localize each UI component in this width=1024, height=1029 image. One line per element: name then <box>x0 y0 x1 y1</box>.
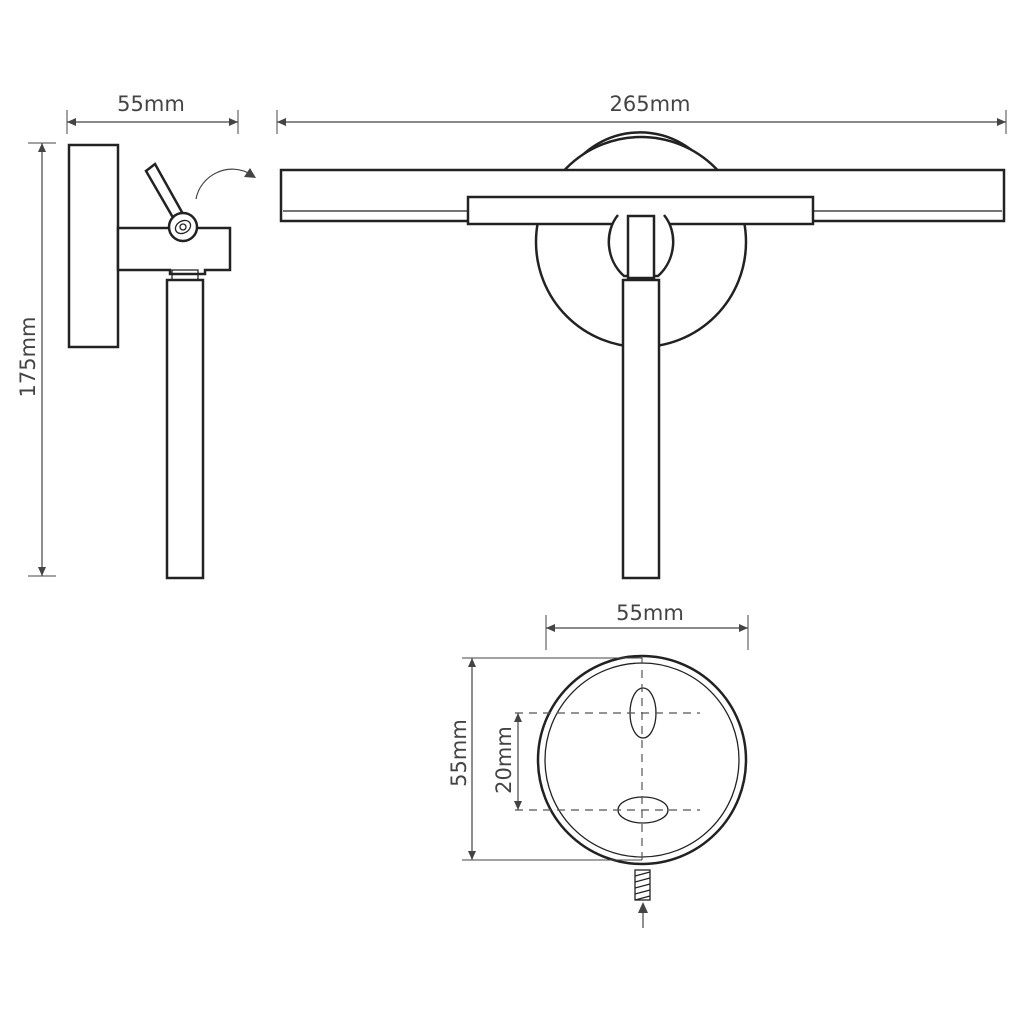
rotate-arrow-icon <box>195 168 256 200</box>
side-wall-plate <box>67 143 120 349</box>
grub-screw-icon <box>634 869 651 901</box>
front-joint-core <box>626 214 656 280</box>
front-tube <box>621 278 661 580</box>
dim-hole-spacing-label: 20mm <box>492 726 516 794</box>
side-tube <box>165 278 205 580</box>
dimension-lines <box>28 110 1007 861</box>
side-view <box>67 143 256 580</box>
dim-plate-width-label: 55mm <box>616 601 684 625</box>
dim-plate-height-label: 55mm <box>447 719 471 787</box>
plate-view <box>515 654 748 928</box>
dim-height-label: 175mm <box>16 317 40 398</box>
front-view <box>279 131 1006 580</box>
dim-side-width-label: 55mm <box>117 92 185 116</box>
side-arm-block <box>116 226 232 276</box>
insert-arrow-icon <box>638 902 648 928</box>
allen-key-icon <box>144 162 199 243</box>
dim-front-width-label: 265mm <box>610 92 691 116</box>
